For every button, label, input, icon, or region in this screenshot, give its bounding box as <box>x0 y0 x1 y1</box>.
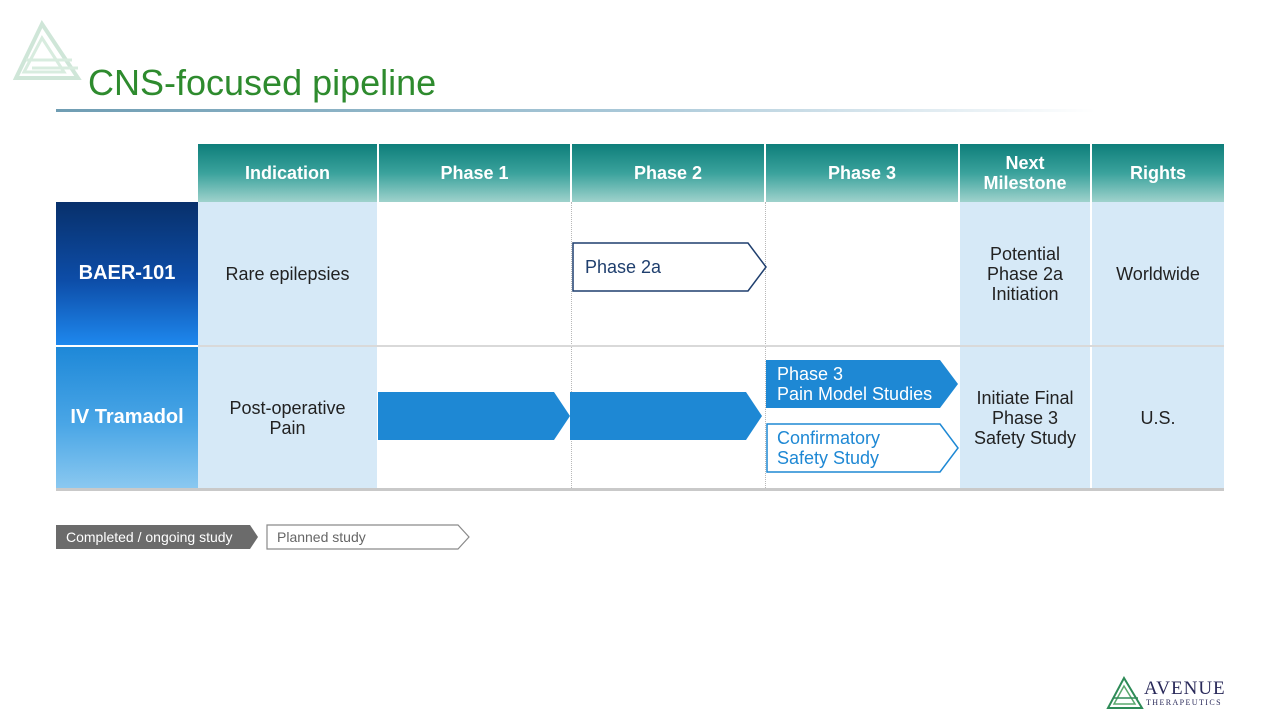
table-bottom-rule <box>56 488 1224 491</box>
tramadol-confirmatory-safety-line1: Confirmatory <box>777 428 881 448</box>
tramadol-phase-3-pain-model-line2: Pain Model Studies <box>777 384 933 404</box>
tramadol-confirmatory-safety-arrow <box>766 423 959 473</box>
header-phase-1: Phase 1 <box>379 144 570 202</box>
legend-planned-label: Planned study <box>277 529 366 545</box>
company-logo-mark-icon <box>12 20 82 80</box>
row2-indication-line2: Pain <box>269 417 306 438</box>
title-underline <box>56 109 1096 112</box>
baer-phase-2a-arrow <box>572 242 767 292</box>
row1-milestone: Potential Phase 2a Initiation <box>960 202 1090 345</box>
row1-milestone-line2: Phase 2a <box>986 263 1064 284</box>
header-indication: Indication <box>198 144 377 202</box>
tramadol-confirmatory-safety-label: Confirmatory Safety Study <box>777 428 880 468</box>
legend-completed-swatch <box>56 525 258 549</box>
row2-indication-line1: Post-operative <box>229 397 346 418</box>
logo-tagline: THERAPEUTICS <box>1146 698 1222 707</box>
header-next-milestone: Next Milestone <box>960 144 1090 202</box>
row-label-baer-101: BAER-101 <box>56 202 198 345</box>
logo-wordmark: AVENUE <box>1144 678 1226 699</box>
header-phase-2: Phase 2 <box>572 144 764 202</box>
company-logo: AVENUE THERAPEUTICS <box>1106 676 1236 712</box>
row2-milestone-line2: Phase 3 <box>991 407 1059 428</box>
header-next-milestone-line1: Next <box>1005 153 1045 173</box>
page-title: CNS-focused pipeline <box>88 62 437 103</box>
row2-milestone-line3: Safety Study <box>973 427 1077 448</box>
header-phase-3: Phase 3 <box>766 144 958 202</box>
legend-planned-swatch <box>266 524 470 550</box>
row2-milestone: Initiate Final Phase 3 Safety Study <box>960 347 1090 488</box>
row1-rights: Worldwide <box>1092 202 1224 345</box>
row-label-iv-tramadol: IV Tramadol <box>56 347 198 488</box>
row2-rights: U.S. <box>1092 347 1224 488</box>
header-next-milestone-line2: Milestone <box>983 173 1067 193</box>
baer-phase-2a-label: Phase 2a <box>585 257 662 277</box>
legend-completed-label: Completed / ongoing study <box>66 529 233 545</box>
tramadol-phase-2-arrow <box>570 392 762 440</box>
tramadol-confirmatory-safety-line2: Safety Study <box>777 448 880 468</box>
tramadol-phase-3-pain-model-arrow <box>766 360 958 408</box>
row1-indication: Rare epilepsies <box>198 202 377 345</box>
header-rights: Rights <box>1092 144 1224 202</box>
avenue-triangle-icon <box>1106 676 1144 709</box>
row2-indication: Post-operative Pain <box>198 347 377 488</box>
row-separator <box>198 345 1224 347</box>
row1-milestone-line1: Potential <box>989 243 1061 264</box>
tramadol-phase-3-pain-model-label: Phase 3 Pain Model Studies <box>777 364 932 404</box>
tramadol-phase-3-pain-model-line1: Phase 3 <box>777 364 844 384</box>
row2-milestone-line1: Initiate Final <box>976 387 1074 408</box>
row1-milestone-line3: Initiation <box>991 283 1059 304</box>
tramadol-phase-1-arrow <box>378 392 570 440</box>
